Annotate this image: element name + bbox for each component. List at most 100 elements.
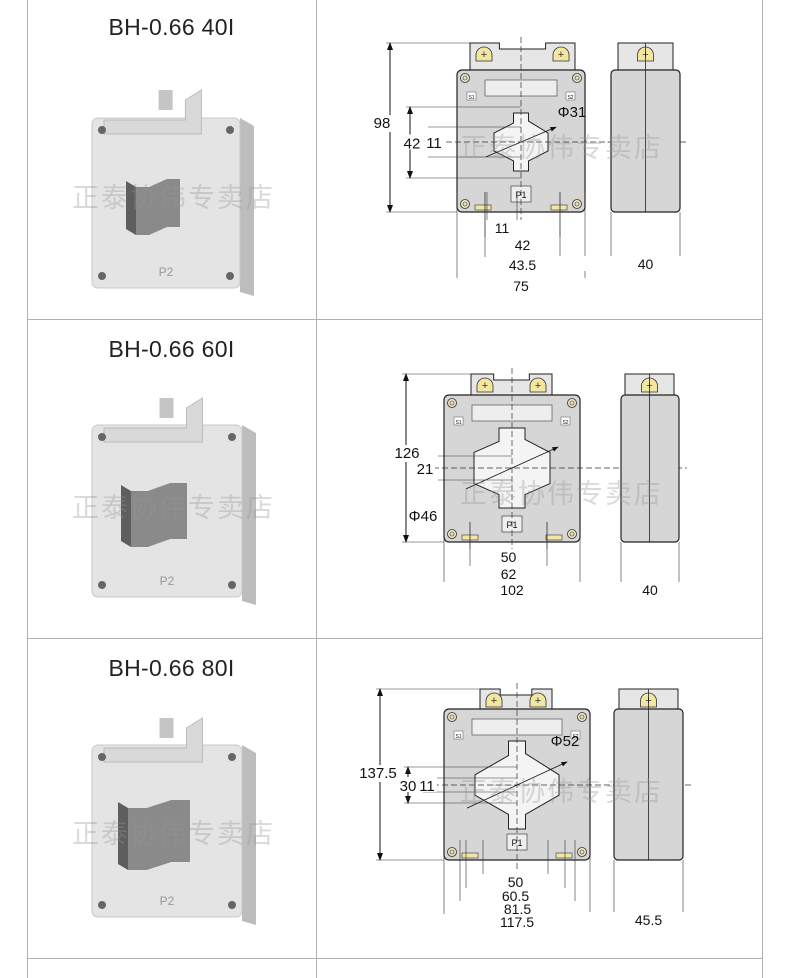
- dimension-label: 11: [419, 778, 435, 795]
- screw-icon: [98, 126, 106, 134]
- screw-icon: [567, 529, 577, 539]
- foot-slot: [545, 534, 563, 541]
- watermark: 正泰协伟专卖店: [460, 777, 663, 808]
- plus-icon: +: [491, 695, 497, 707]
- dimension-label: 42: [404, 136, 421, 153]
- diameter-line: [465, 446, 559, 490]
- s1-box: [453, 416, 464, 426]
- row-divider: [27, 958, 763, 959]
- screw-icon: [98, 901, 106, 909]
- terminal-screw-icon: [476, 377, 494, 393]
- screw-icon: [447, 529, 457, 539]
- label-bg: [415, 278, 627, 293]
- screw-icon: [574, 201, 580, 207]
- label-bg: [416, 237, 629, 252]
- photo-window: [136, 179, 180, 235]
- dimension-label: 60.5: [502, 888, 529, 904]
- row-divider: [27, 638, 763, 639]
- dimension-label: 62: [501, 566, 517, 582]
- screw-icon: [572, 73, 582, 83]
- screw-icon: [462, 201, 468, 207]
- dimension-label: 50: [501, 549, 517, 565]
- s2-box: [560, 416, 571, 426]
- screw-icon: [449, 531, 455, 537]
- label-bg: [366, 115, 398, 132]
- dimension-label: 43.5: [509, 257, 536, 273]
- s1-box: [466, 91, 477, 101]
- dimension-label: 11: [426, 135, 442, 152]
- screw-icon: [574, 75, 580, 81]
- screw-icon: [98, 433, 106, 441]
- foot-slot: [474, 204, 492, 211]
- plus-icon: +: [535, 380, 541, 392]
- dimension-label: 21: [417, 461, 434, 478]
- s2-label: S2: [562, 420, 568, 426]
- terminal-block: [469, 42, 576, 71]
- dimension-label: 81.5: [504, 901, 531, 917]
- terminal-screw-icon: [529, 692, 547, 708]
- terminal-screw-icon: [552, 46, 570, 62]
- label-bg: [398, 777, 418, 792]
- screw-icon: [228, 433, 236, 441]
- photo-terminal: [103, 89, 202, 135]
- watermark: 正泰协伟专卖店: [72, 183, 275, 214]
- screw-icon: [447, 847, 457, 857]
- dimension-label: 137.5: [359, 765, 397, 782]
- label-bg: [556, 582, 744, 597]
- screw-icon: [98, 753, 106, 761]
- photo-side: [242, 425, 256, 605]
- product-photo: P2: [91, 717, 256, 925]
- screw-icon: [228, 581, 236, 589]
- screw-icon: [577, 847, 587, 857]
- dimension-label: 45.5: [635, 912, 662, 928]
- dimension-label: 30: [400, 778, 417, 795]
- screw-icon: [449, 400, 455, 406]
- screw-icon: [447, 398, 457, 408]
- s1-box: [453, 730, 464, 740]
- plus-icon: +: [482, 380, 488, 392]
- screw-icon: [579, 849, 585, 855]
- photo-bolt: [158, 90, 173, 110]
- table-border-middle: [316, 0, 317, 978]
- watermark: 正泰协伟专卖店: [460, 479, 663, 510]
- s2-label: S2: [567, 95, 573, 101]
- photo-bolt: [159, 398, 174, 418]
- dimension-label: 40: [642, 582, 658, 598]
- screw-icon: [447, 712, 457, 722]
- label-bg: [415, 460, 435, 475]
- screw-icon: [226, 272, 234, 280]
- plus-icon: +: [535, 695, 541, 707]
- s2-box: [565, 91, 576, 101]
- label-bg: [402, 134, 422, 150]
- terminal-screw-icon: [475, 46, 493, 62]
- screw-icon: [577, 712, 587, 722]
- p2-label: P2: [160, 574, 175, 588]
- photo-window-shadow: [121, 485, 131, 547]
- screw-icon: [228, 901, 236, 909]
- watermark: 正泰协伟专卖店: [460, 133, 663, 164]
- label-bg: [424, 134, 444, 149]
- foot-slot: [555, 852, 573, 859]
- dimension-label: 11: [495, 220, 510, 236]
- p2-label: P2: [160, 894, 175, 908]
- dimension-label: 98: [374, 115, 391, 132]
- label-bg: [402, 566, 615, 581]
- s2-box: [570, 730, 581, 740]
- terminal-screw-icon: [529, 377, 547, 393]
- table-border-right: [762, 0, 763, 978]
- diameter-label: Φ52: [551, 733, 580, 750]
- row-divider: [27, 319, 763, 320]
- photo-bolt: [159, 718, 174, 738]
- label-bg: [417, 777, 437, 792]
- product-photo: P2: [91, 89, 254, 296]
- screw-icon: [98, 581, 106, 589]
- photo-side: [240, 118, 254, 296]
- label-bg: [402, 549, 615, 564]
- dimension-label: 50: [508, 874, 524, 890]
- screw-icon: [579, 714, 585, 720]
- model-title: BH-0.66 60I: [108, 336, 235, 362]
- screw-icon: [572, 199, 582, 209]
- label-bg: [554, 912, 743, 927]
